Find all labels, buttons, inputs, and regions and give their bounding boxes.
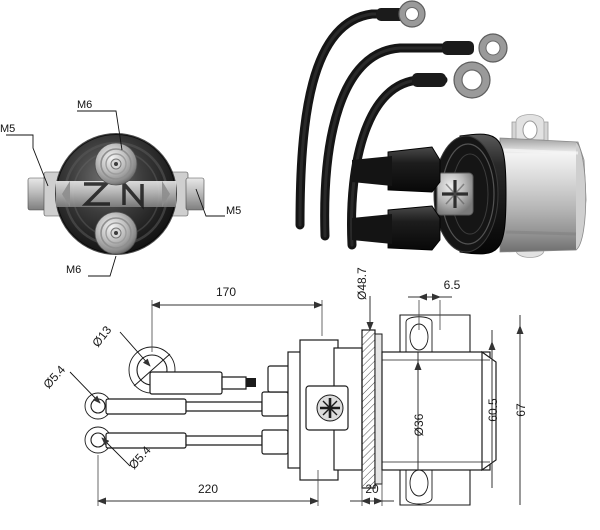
dimension-20-line bbox=[350, 470, 394, 506]
dimension-6-5-line bbox=[408, 293, 452, 330]
drawing-cable-arm-small-lower bbox=[84, 426, 263, 454]
drawing-cable-arm-small-upper bbox=[84, 392, 263, 420]
callout-label: M6 bbox=[66, 264, 82, 276]
dimension-text-dia-5-4-a: Ø5.4 bbox=[40, 362, 68, 391]
dimension-text-60-5: 60.5 bbox=[486, 398, 500, 422]
front-terminal-m6-bottom bbox=[94, 211, 138, 255]
drawing-solenoid-body bbox=[287, 329, 383, 489]
callout-m5-right: M5 bbox=[226, 205, 241, 217]
dimension-text-170: 170 bbox=[216, 285, 236, 299]
callout-label: M5 bbox=[226, 205, 242, 217]
dimension-text-67: 67 bbox=[514, 403, 528, 417]
dimension-text-6-5: 6.5 bbox=[444, 278, 461, 292]
drawing-leader-lines bbox=[69, 331, 151, 467]
callout-label: M5 bbox=[0, 123, 16, 135]
drawing-barrel-body bbox=[381, 350, 497, 472]
dimension-text-dia-48-7: Ø48.7 bbox=[355, 267, 369, 300]
drawing-cable-arm-main bbox=[128, 346, 256, 395]
assembly-connector-boots bbox=[352, 146, 441, 251]
cable-1 bbox=[295, 0, 426, 230]
callout-m6-bottom: M6 bbox=[66, 264, 81, 276]
dimension-text-dia-36: Ø36 bbox=[412, 413, 426, 436]
dimension-220-line bbox=[97, 455, 319, 506]
front-terminal-m6-top bbox=[94, 142, 138, 186]
cable-3 bbox=[347, 61, 491, 250]
dimension-text-220: 220 bbox=[198, 482, 218, 496]
callout-m5-left: M5 bbox=[0, 123, 15, 135]
callout-label: M6 bbox=[77, 99, 93, 111]
callout-m6-top: M6 bbox=[77, 99, 92, 111]
dimension-text-dia-13: Ø13 bbox=[89, 323, 114, 350]
cable-2 bbox=[320, 33, 508, 241]
dimension-170-line bbox=[151, 300, 323, 352]
dimension-text-20: 20 bbox=[365, 482, 379, 496]
front-callout-leaders bbox=[6, 110, 225, 277]
assembly-solenoid-body bbox=[499, 137, 587, 253]
assembly-solenoid-cap bbox=[433, 133, 507, 255]
